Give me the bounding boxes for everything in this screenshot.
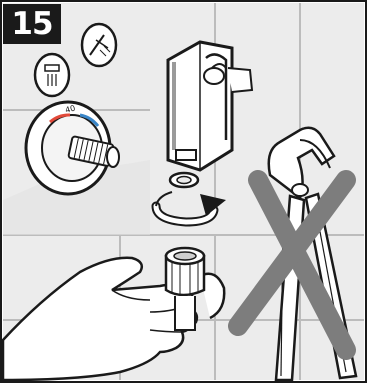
step-number-badge: 15	[3, 4, 61, 44]
washer-ring-icon	[170, 173, 198, 187]
step-number: 15	[11, 6, 52, 42]
shower-head-button-icon	[82, 24, 116, 66]
bath-spout-button-icon	[35, 54, 69, 96]
